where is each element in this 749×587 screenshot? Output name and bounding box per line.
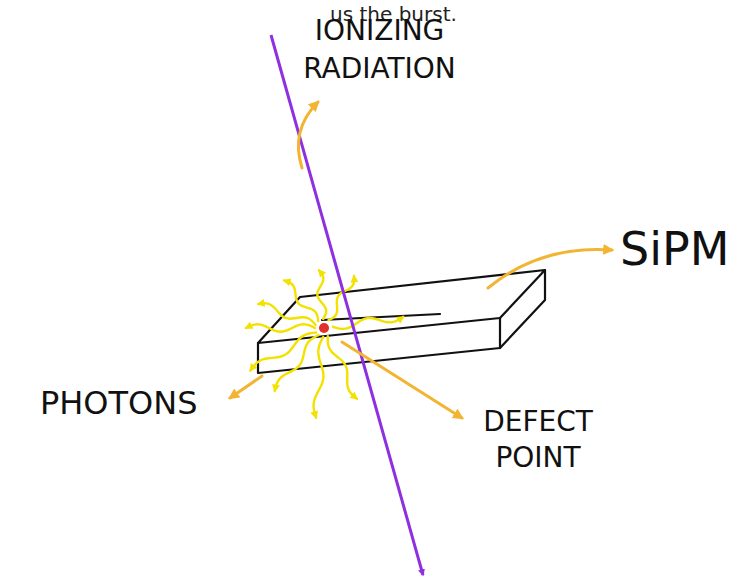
photon-arrow <box>246 324 315 331</box>
photon-arrows <box>246 270 403 417</box>
leader-lines <box>230 102 612 418</box>
photon-arrow <box>275 335 319 391</box>
photon-arrow <box>328 336 357 399</box>
photon-arrow <box>314 337 324 418</box>
photon-arrow <box>333 317 403 329</box>
photon-arrow <box>317 270 326 319</box>
photon-arrow <box>284 281 318 322</box>
sipm-slab <box>258 270 545 373</box>
photons-label: PHOTONS <box>40 384 198 422</box>
defect-label: DEFECT POINT <box>468 404 608 477</box>
photon-arrow <box>258 303 315 325</box>
photon-arrow <box>250 333 316 371</box>
radiation-label: IONIZING RADIATION <box>292 12 467 88</box>
radiation-track <box>271 35 423 575</box>
sipm-label: SiPM <box>620 222 729 277</box>
defect-dot <box>319 323 329 333</box>
